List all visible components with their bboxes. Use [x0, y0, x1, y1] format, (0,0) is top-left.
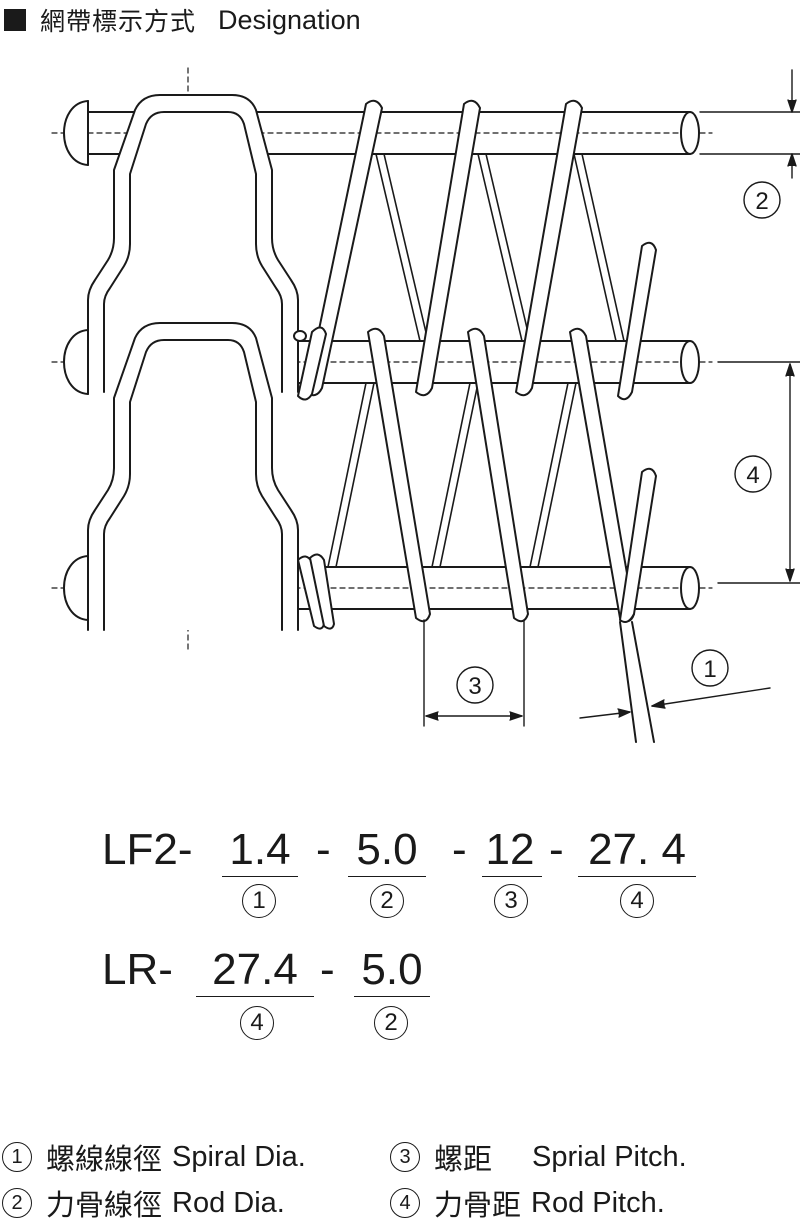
legend-en-1: Spiral Dia. [172, 1140, 306, 1173]
code-lr-prefix: LR- [102, 945, 173, 994]
chain-link-1-inner [103, 111, 283, 393]
callout-2-label: 2 [755, 188, 768, 215]
code-lf-underline-4 [578, 876, 696, 877]
spiral-lower-4 [619, 467, 657, 623]
code-lf-underline-1 [222, 876, 298, 877]
code-lf-seg1: 1.4 [229, 825, 291, 874]
spiral-upper-3 [515, 99, 583, 397]
legend-en-2: Rod Dia. [172, 1186, 285, 1219]
legend-item-spiral-dia: 1 螺線線徑 Spiral Dia. [2, 1136, 306, 1178]
legend-en-4: Rod Pitch. [531, 1186, 665, 1219]
code-lf-seg3: 12 [485, 825, 535, 874]
chain-link-2-inner [103, 339, 283, 631]
legend-num-4: 4 [390, 1188, 420, 1218]
code-lr-underline-2 [354, 996, 430, 997]
legend-item-rod-pitch: 4 力骨距 Rod Pitch. [390, 1182, 665, 1224]
code-lf-sep1: - [316, 825, 331, 874]
dimension-3 [423, 619, 525, 727]
code-lf-sep3: - [549, 825, 564, 874]
spiral-upper-2 [415, 99, 481, 397]
legend-item-rod-dia: 2 力骨線徑 Rod Dia. [2, 1182, 285, 1224]
code-lr-label-1: 4 [240, 1006, 274, 1040]
edge-coils [293, 326, 335, 630]
spiral-upper-4 [617, 241, 657, 401]
callout-2-circle [743, 181, 781, 219]
legend-cjk-1: 螺線線徑 [46, 1142, 163, 1176]
legend-cjk-2: 力骨線徑 [46, 1188, 163, 1222]
callout-1-label: 1 [703, 656, 716, 683]
callout-3-label: 3 [468, 673, 481, 700]
code-lf-underline-2 [348, 876, 426, 877]
title-en: Designation [218, 4, 361, 35]
callout-4-circle [734, 455, 772, 493]
belt-diagram: 2 4 3 1 [51, 67, 800, 743]
spiral-tail [619, 621, 655, 743]
code-lf-seg2: 5.0 [356, 825, 418, 874]
dimension-2 [699, 69, 800, 179]
code-lr-sep1: - [320, 945, 335, 994]
legend-en-3: Sprial Pitch. [532, 1140, 687, 1173]
code-lr-seg1: 27.4 [212, 945, 298, 994]
spiral-back-lines [327, 153, 625, 568]
code-lf-seg4: 27. 4 [588, 825, 686, 874]
callout-3-circle [456, 666, 494, 704]
title-square-icon [4, 9, 26, 31]
code-lr-underline-1 [196, 996, 314, 997]
code-lr-label-2: 2 [374, 1006, 408, 1040]
spiral-lower-2 [467, 327, 529, 623]
spiral-wires [293, 99, 657, 743]
code-lf-label-2: 2 [370, 884, 404, 918]
title-cjk: 網帶標示方式 [40, 7, 197, 36]
spiral-lower-1 [367, 327, 431, 623]
dimension-1 [579, 687, 771, 719]
legend-cjk-4: 力骨距 [434, 1188, 522, 1222]
legend-num-3: 3 [390, 1142, 420, 1172]
code-lf-sep2: - [452, 825, 467, 874]
callout-4-label: 4 [746, 462, 759, 489]
chain-links [87, 94, 299, 631]
legend-cjk-3: 螺距 [434, 1142, 493, 1176]
legend-item-spiral-pitch: 3 螺距 Sprial Pitch. [390, 1136, 687, 1178]
page-title: 網帶標示方式 Designation [4, 0, 361, 40]
code-lf-label-3: 3 [494, 884, 528, 918]
code-lf-prefix: LF2- [102, 825, 193, 874]
code-lf-underline-3 [482, 876, 542, 877]
legend-num-1: 1 [2, 1142, 32, 1172]
code-lf-label-4: 4 [620, 884, 654, 918]
dimension-4 [717, 361, 800, 584]
callout-1-circle [691, 649, 729, 687]
code-lr-seg2: 5.0 [361, 945, 423, 994]
legend-num-2: 2 [2, 1188, 32, 1218]
code-lf-label-1: 1 [242, 884, 276, 918]
